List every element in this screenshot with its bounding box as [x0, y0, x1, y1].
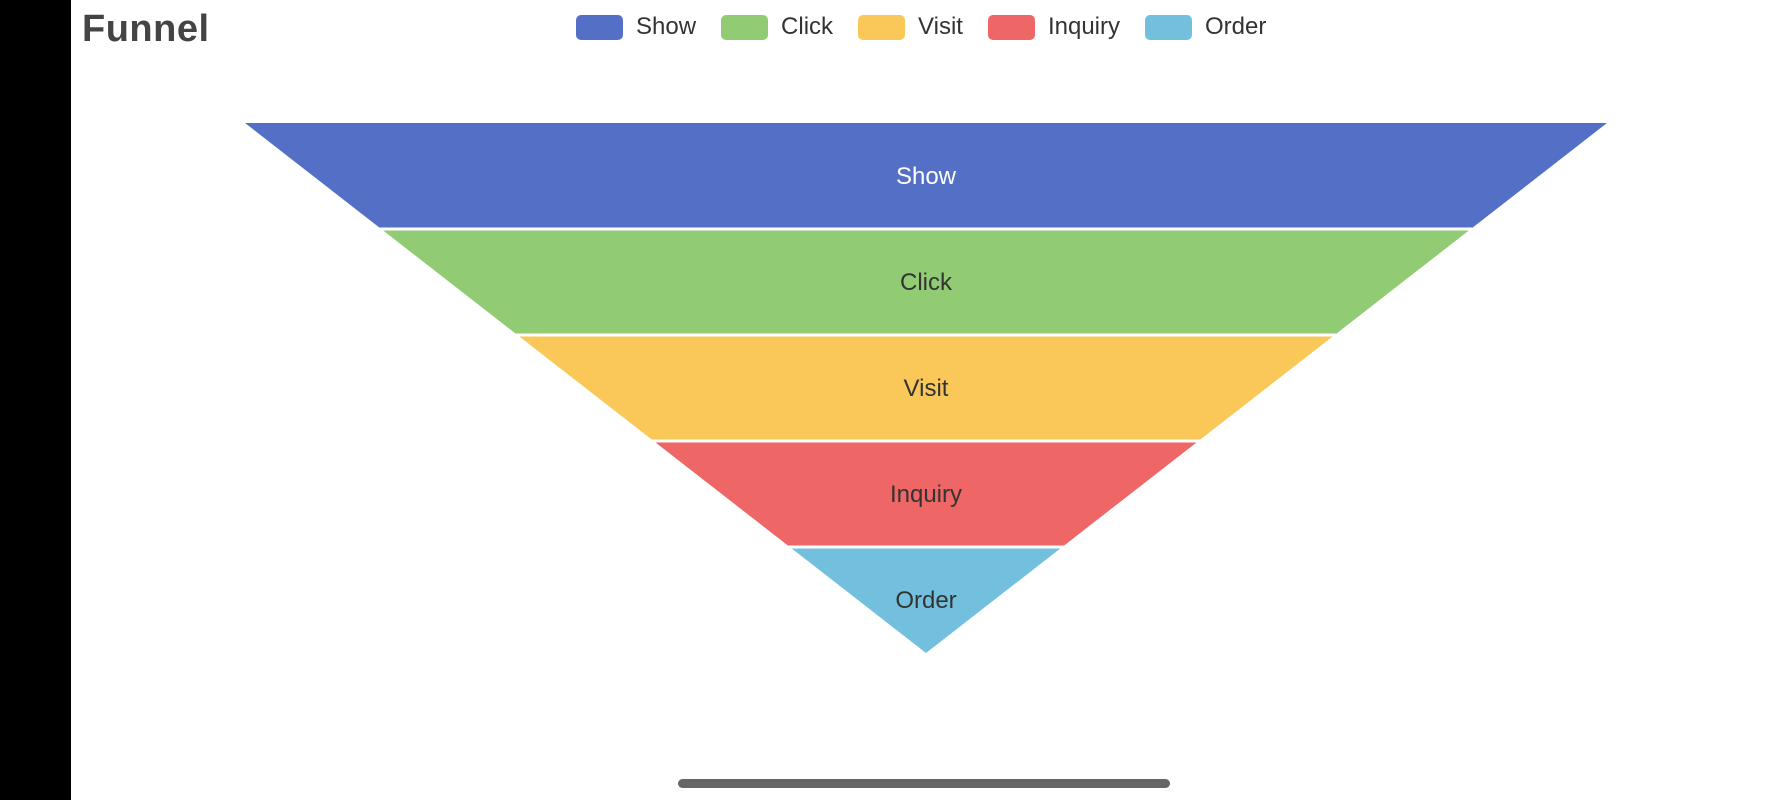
legend-label-show: Show — [636, 13, 697, 40]
legend-swatch-order — [1145, 14, 1192, 40]
legend-swatch-inquiry — [987, 14, 1035, 40]
funnel-label-visit: Visit — [904, 375, 949, 402]
legend-item-show[interactable]: Show — [576, 13, 696, 41]
funnel-segment-visit[interactable] — [519, 336, 1333, 440]
legend-item-inquiry[interactable]: Inquiry — [987, 13, 1120, 41]
legend-label-inquiry: Inquiry — [1047, 13, 1120, 40]
funnel-segment-inquiry[interactable] — [655, 442, 1197, 546]
legend-item-click[interactable]: Click — [721, 13, 833, 41]
funnel-label-inquiry: Inquiry — [890, 481, 962, 508]
funnel-label-click: Click — [900, 269, 953, 296]
legend: Show Click Visit Inquiry Order — [576, 13, 1291, 41]
funnel-segment-order[interactable] — [791, 548, 1061, 654]
funnel-segment-show[interactable] — [245, 123, 1607, 228]
legend-label-order: Order — [1205, 13, 1267, 40]
legend-swatch-click — [721, 14, 769, 40]
legend-label-click: Click — [781, 13, 834, 40]
legend-swatch-show — [576, 14, 623, 40]
legend-item-order[interactable]: Order — [1145, 13, 1266, 41]
legend-label-visit: Visit — [918, 13, 963, 40]
left-edge-bar — [0, 0, 71, 800]
funnel-label-order: Order — [895, 587, 956, 614]
funnel-segment-click[interactable] — [383, 230, 1469, 334]
funnel-label-show: Show — [896, 163, 957, 190]
home-indicator[interactable] — [678, 779, 1170, 788]
chart-title: Funnel — [82, 8, 210, 50]
legend-item-visit[interactable]: Visit — [858, 13, 963, 41]
legend-swatch-visit — [858, 14, 906, 40]
